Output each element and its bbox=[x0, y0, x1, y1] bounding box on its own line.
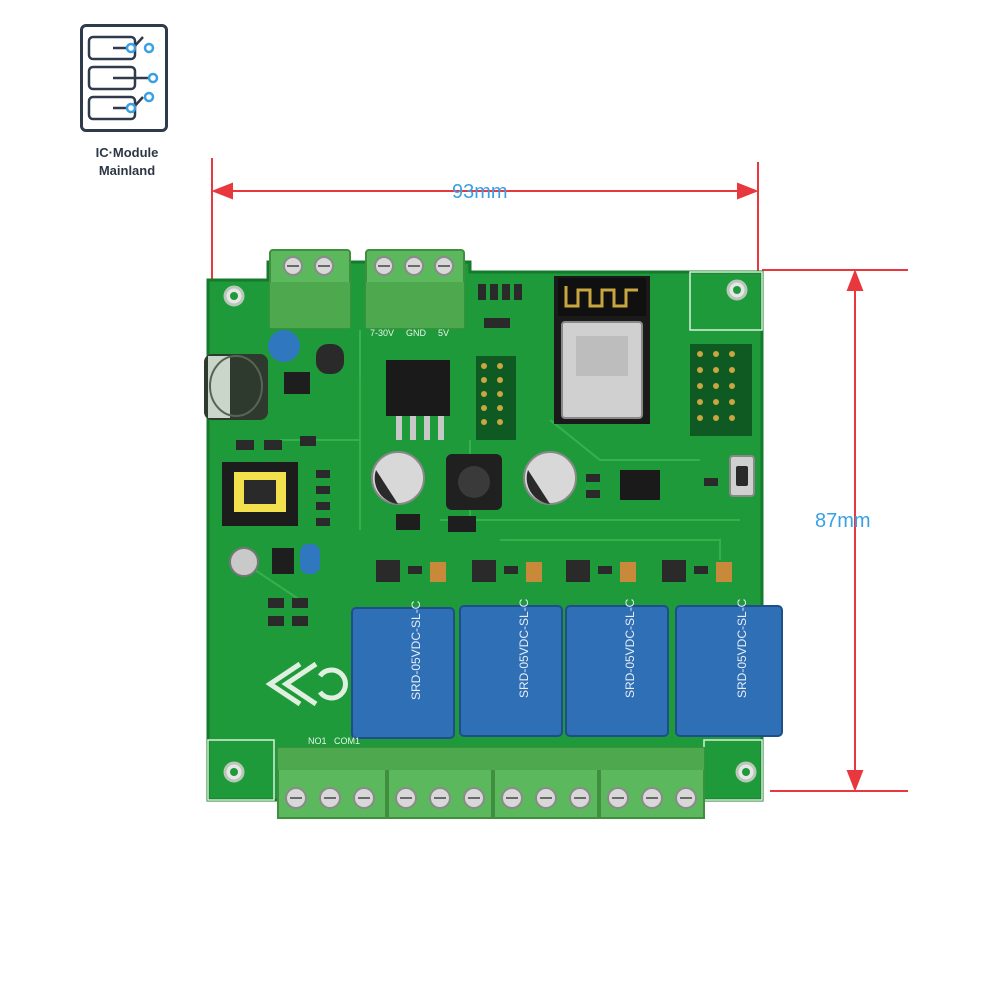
small-capacitor bbox=[229, 547, 259, 577]
height-dimension bbox=[762, 269, 908, 792]
relay-4: SRD-05VDC-SL-C bbox=[675, 598, 783, 737]
header-pins-center bbox=[476, 356, 516, 440]
brand-name-line2: Mainland bbox=[98, 163, 156, 178]
ic-right bbox=[620, 470, 660, 500]
relay-3-marking: SRD-05VDC-SL-C bbox=[623, 598, 637, 698]
voltage-regulator bbox=[386, 360, 450, 440]
relay-terminal-labels: NO1 COM1 bbox=[308, 736, 360, 746]
wifi-module bbox=[554, 276, 650, 424]
ic-small-2 bbox=[272, 548, 294, 574]
relay-2: SRD-05VDC-SL-C bbox=[459, 598, 563, 737]
relay-1: SRD-05VDC-SL-C bbox=[351, 600, 455, 739]
ceramic-capacitor bbox=[268, 330, 300, 362]
inductor bbox=[446, 454, 502, 510]
smd-components-left bbox=[236, 436, 330, 626]
diode-2 bbox=[448, 516, 476, 532]
terminal-label-no1: NO1 bbox=[308, 736, 327, 746]
width-dimension-label: 93mm bbox=[452, 181, 508, 203]
reset-button bbox=[729, 455, 755, 497]
smd-components-right bbox=[586, 474, 718, 498]
input-label-0: 7-30V bbox=[370, 328, 394, 338]
capacitor-center-right bbox=[523, 451, 577, 505]
transformer bbox=[222, 462, 298, 526]
ic-small-1 bbox=[284, 372, 310, 394]
transistor bbox=[316, 344, 344, 374]
relay-drivers bbox=[376, 560, 732, 582]
input-label-1: GND bbox=[406, 328, 427, 338]
output-terminal-blocks bbox=[277, 747, 705, 819]
circuit-logo-icon bbox=[80, 24, 168, 132]
manufacturer-logo-icon bbox=[265, 661, 348, 707]
height-dimension-label: 87mm bbox=[815, 510, 871, 532]
capacitor-center-left bbox=[371, 451, 425, 505]
brand-name-line1: IC·Module bbox=[95, 145, 159, 160]
relay-1-marking: SRD-05VDC-SL-C bbox=[409, 600, 423, 700]
smd-top-strip bbox=[478, 284, 522, 328]
terminal-label-com1: COM1 bbox=[334, 736, 360, 746]
input-labels: 7-30V GND 5V bbox=[370, 328, 449, 338]
relay-2-marking: SRD-05VDC-SL-C bbox=[517, 598, 531, 698]
electrolytic-capacitor-left bbox=[204, 354, 268, 420]
width-dimension bbox=[211, 158, 759, 282]
header-pins-right bbox=[690, 344, 752, 436]
ceramic-capacitor-2 bbox=[300, 544, 320, 574]
diode bbox=[396, 514, 420, 530]
relay-3: SRD-05VDC-SL-C bbox=[565, 598, 669, 737]
brand-logo bbox=[80, 24, 172, 132]
power-terminal-block bbox=[269, 249, 351, 329]
relay-4-marking: SRD-05VDC-SL-C bbox=[735, 598, 749, 698]
input-terminal-block bbox=[365, 249, 465, 329]
input-label-2: 5V bbox=[438, 328, 449, 338]
